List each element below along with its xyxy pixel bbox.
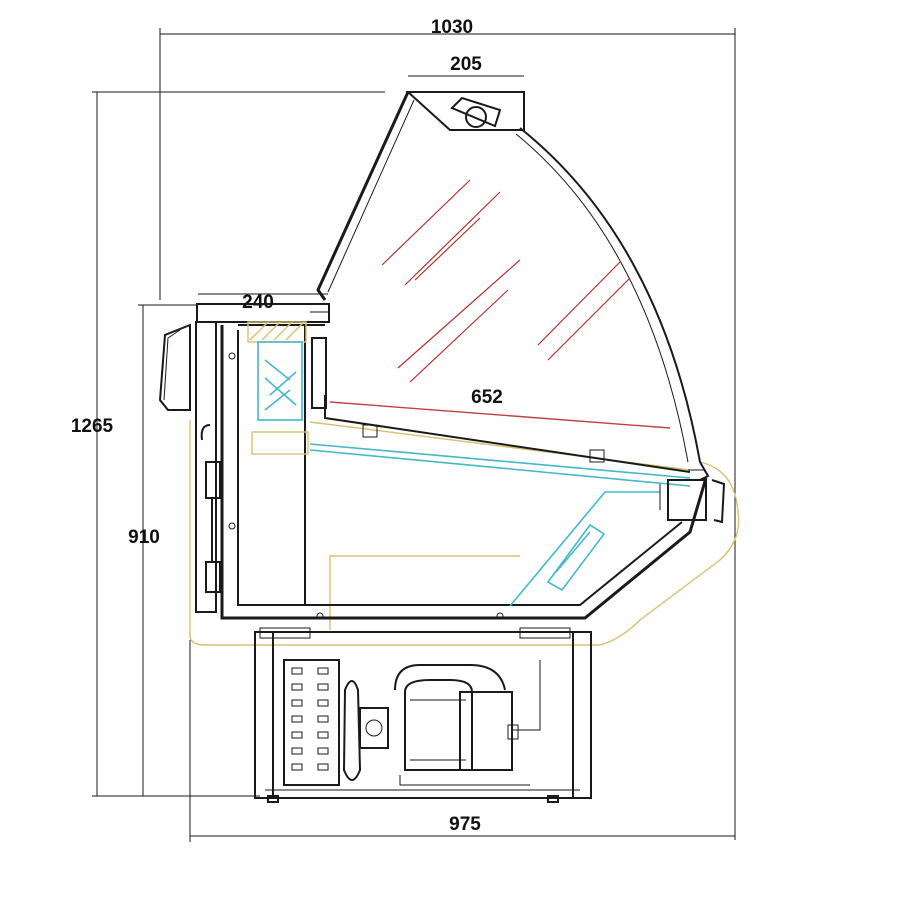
- lower-tray: [509, 491, 660, 607]
- dimension-lines: [92, 28, 736, 842]
- front-profile: [659, 461, 726, 524]
- refrigerant-pipe-icon: [394, 664, 506, 691]
- compressor-body: [404, 679, 473, 771]
- curved-glass-inner: [515, 133, 689, 463]
- dim-label-1030: 1030: [431, 17, 473, 38]
- lower-tray-line: [509, 491, 660, 607]
- dim-label-975: 975: [449, 814, 481, 835]
- rear-frame-strut: [316, 91, 410, 301]
- rear-frame-strut-inner: [327, 99, 415, 293]
- top-canopy: [405, 91, 525, 131]
- dim-label-205: 205: [450, 54, 482, 75]
- drain-tray: [251, 431, 309, 455]
- dim-label-1265: 1265: [71, 416, 114, 437]
- foot-right: [547, 795, 559, 803]
- dim-label-240: 240: [242, 292, 274, 313]
- dim-label-652: 652: [471, 387, 503, 408]
- cabinet-body: [220, 324, 708, 620]
- rear-wall: [195, 321, 217, 613]
- cabinet-inner-wall: [237, 330, 683, 606]
- shelf-top-line: [324, 395, 691, 473]
- display-shelf: [309, 395, 691, 487]
- shelf-clip-2: [589, 449, 605, 463]
- dim-652-line: [329, 401, 671, 429]
- base-compartment: [254, 627, 592, 799]
- curved-glass-outer: [519, 127, 701, 463]
- canopy-light-bracket: [450, 96, 502, 128]
- base-leg-left: [254, 631, 274, 799]
- rear-door-latch-bottom: [205, 561, 221, 593]
- operator-side: [158, 321, 221, 613]
- shelf-glass-cyan: [309, 443, 691, 479]
- condenser-louvers: [283, 659, 340, 786]
- shelf-clip-1: [362, 424, 378, 438]
- evaporator-coil: [247, 321, 309, 455]
- foot-left: [267, 795, 279, 803]
- dim-label-910: 910: [128, 527, 160, 548]
- fan-blade-icon: [342, 680, 362, 781]
- lower-tray-bracket: [546, 523, 606, 592]
- rear-door-latch-top: [205, 461, 221, 499]
- base-frame: [254, 631, 592, 799]
- condenser-fan: [342, 680, 389, 781]
- rear-light-bar: [311, 337, 327, 409]
- canopy-light-tube-icon: [465, 106, 487, 128]
- evaporator-fins: [257, 341, 303, 421]
- receiver-tank: [459, 691, 513, 771]
- louver-panel: [283, 659, 340, 786]
- fan-motor: [359, 707, 389, 749]
- light-envelope-outline: [189, 420, 740, 646]
- front-profile-box: [667, 479, 707, 521]
- base-leg-right: [572, 631, 592, 799]
- glass-reflection-hatching: [381, 179, 631, 383]
- rear-handle-icon: [200, 424, 211, 441]
- compressor: [394, 660, 541, 786]
- control-panel-housing: [158, 323, 191, 411]
- cabinet-outer-wall: [220, 325, 708, 620]
- front-handle-icon: [711, 479, 726, 524]
- canopy-housing: [405, 91, 525, 131]
